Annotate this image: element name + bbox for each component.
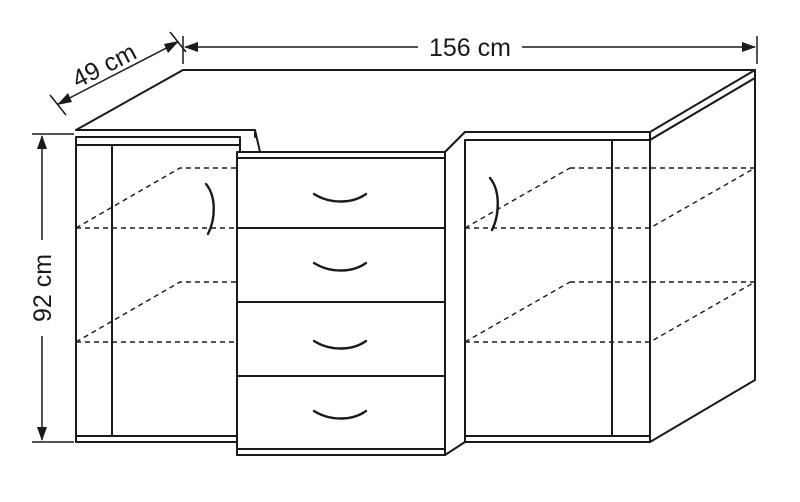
right-side-panel — [649, 77, 756, 443]
width-dimension: 156 cm — [182, 34, 758, 64]
drawer-3-handle[interactable] — [312, 339, 368, 350]
left-top-lip — [75, 129, 256, 138]
depth-arrowhead-front — [57, 93, 72, 105]
right-cabinet-frame — [444, 131, 651, 456]
drawer-4-handle[interactable] — [312, 409, 368, 420]
right-door-handle[interactable] — [488, 176, 499, 232]
depth-label: 49 cm — [68, 38, 141, 94]
left-door-handle[interactable] — [204, 182, 215, 236]
height-arrowhead-bottom — [37, 427, 47, 441]
depth-arrowhead-back — [164, 41, 179, 53]
height-arrowhead-top — [37, 135, 47, 149]
depth-dimension-line — [57, 41, 179, 105]
right-shelf-upper-front — [465, 167, 756, 229]
right-shelf-lower-front — [465, 281, 756, 343]
width-arrowhead-right — [742, 42, 756, 52]
drawer-2-handle[interactable] — [312, 261, 368, 272]
drawer-1[interactable] — [236, 157, 446, 229]
right-shelf-lower-depth — [464, 281, 571, 343]
drawer-2[interactable] — [236, 227, 446, 303]
drawer-1-handle[interactable] — [312, 192, 368, 203]
width-label: 156 cm — [429, 34, 511, 62]
right-shelf-upper-depth — [464, 167, 571, 229]
height-dimension: 92 cm — [29, 133, 74, 443]
depth-extension-front — [49, 94, 67, 116]
height-label: 92 cm — [29, 254, 57, 322]
sideboard — [75, 69, 756, 456]
width-arrowhead-left — [184, 42, 198, 52]
drawer-3[interactable] — [236, 301, 446, 377]
left-cabinet-frame — [75, 136, 241, 443]
drawer-4[interactable] — [236, 375, 446, 450]
